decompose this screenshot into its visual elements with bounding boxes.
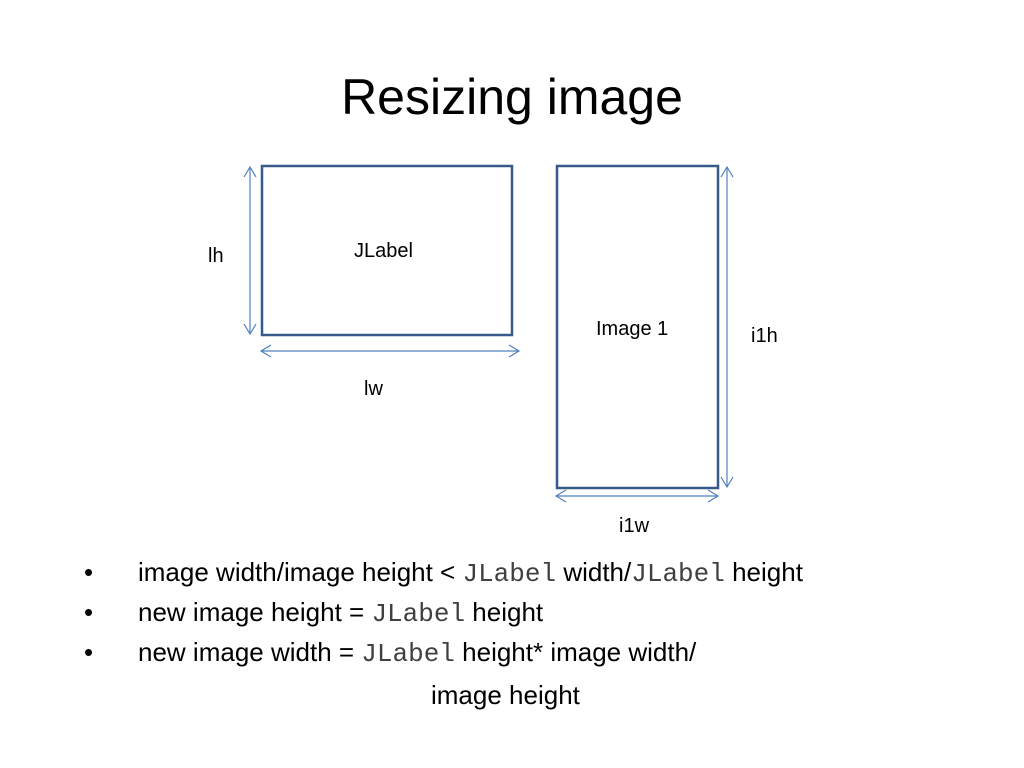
image-width-label: i1w	[619, 515, 650, 537]
bullet-continuation-text: image height	[431, 680, 580, 710]
bullet-icon: •	[84, 637, 94, 667]
label-height-arrow	[243, 165, 257, 336]
slide-title: Resizing image	[341, 69, 683, 125]
code-jlabel: JLabel	[371, 599, 466, 629]
code-jlabel: JLabel	[462, 559, 557, 589]
image-box	[555, 164, 720, 490]
bullet-continuation: image height	[0, 672, 1024, 716]
image-box-label: Image 1	[596, 318, 669, 340]
bullet-item: • new image height = JLabel height	[0, 592, 1024, 632]
label-height-label: lh	[208, 245, 224, 267]
bullet-list: • image width/image height < JLabel widt…	[0, 552, 1024, 716]
bullet-text: image width/image height < JLabel width/…	[138, 557, 803, 589]
jlabel-box-label: JLabel	[354, 240, 413, 262]
code-jlabel: JLabel	[361, 639, 455, 669]
image-height-arrow	[720, 165, 734, 489]
bullet-text: new image width = JLabel height* image w…	[138, 637, 697, 669]
bullet-icon: •	[84, 557, 94, 587]
bullet-item: • image width/image height < JLabel widt…	[0, 552, 1024, 592]
image-width-arrow	[554, 489, 720, 503]
code-jlabel: JLabel	[631, 559, 725, 589]
jlabel-box	[260, 164, 514, 337]
bullet-icon: •	[84, 597, 94, 627]
label-width-arrow	[259, 344, 521, 358]
image-height-label: i1h	[751, 325, 778, 347]
bullet-item: • new image width = JLabel height* image…	[0, 632, 1024, 672]
bullet-text: new image height = JLabel height	[138, 597, 544, 629]
label-width-label: lw	[364, 378, 383, 400]
